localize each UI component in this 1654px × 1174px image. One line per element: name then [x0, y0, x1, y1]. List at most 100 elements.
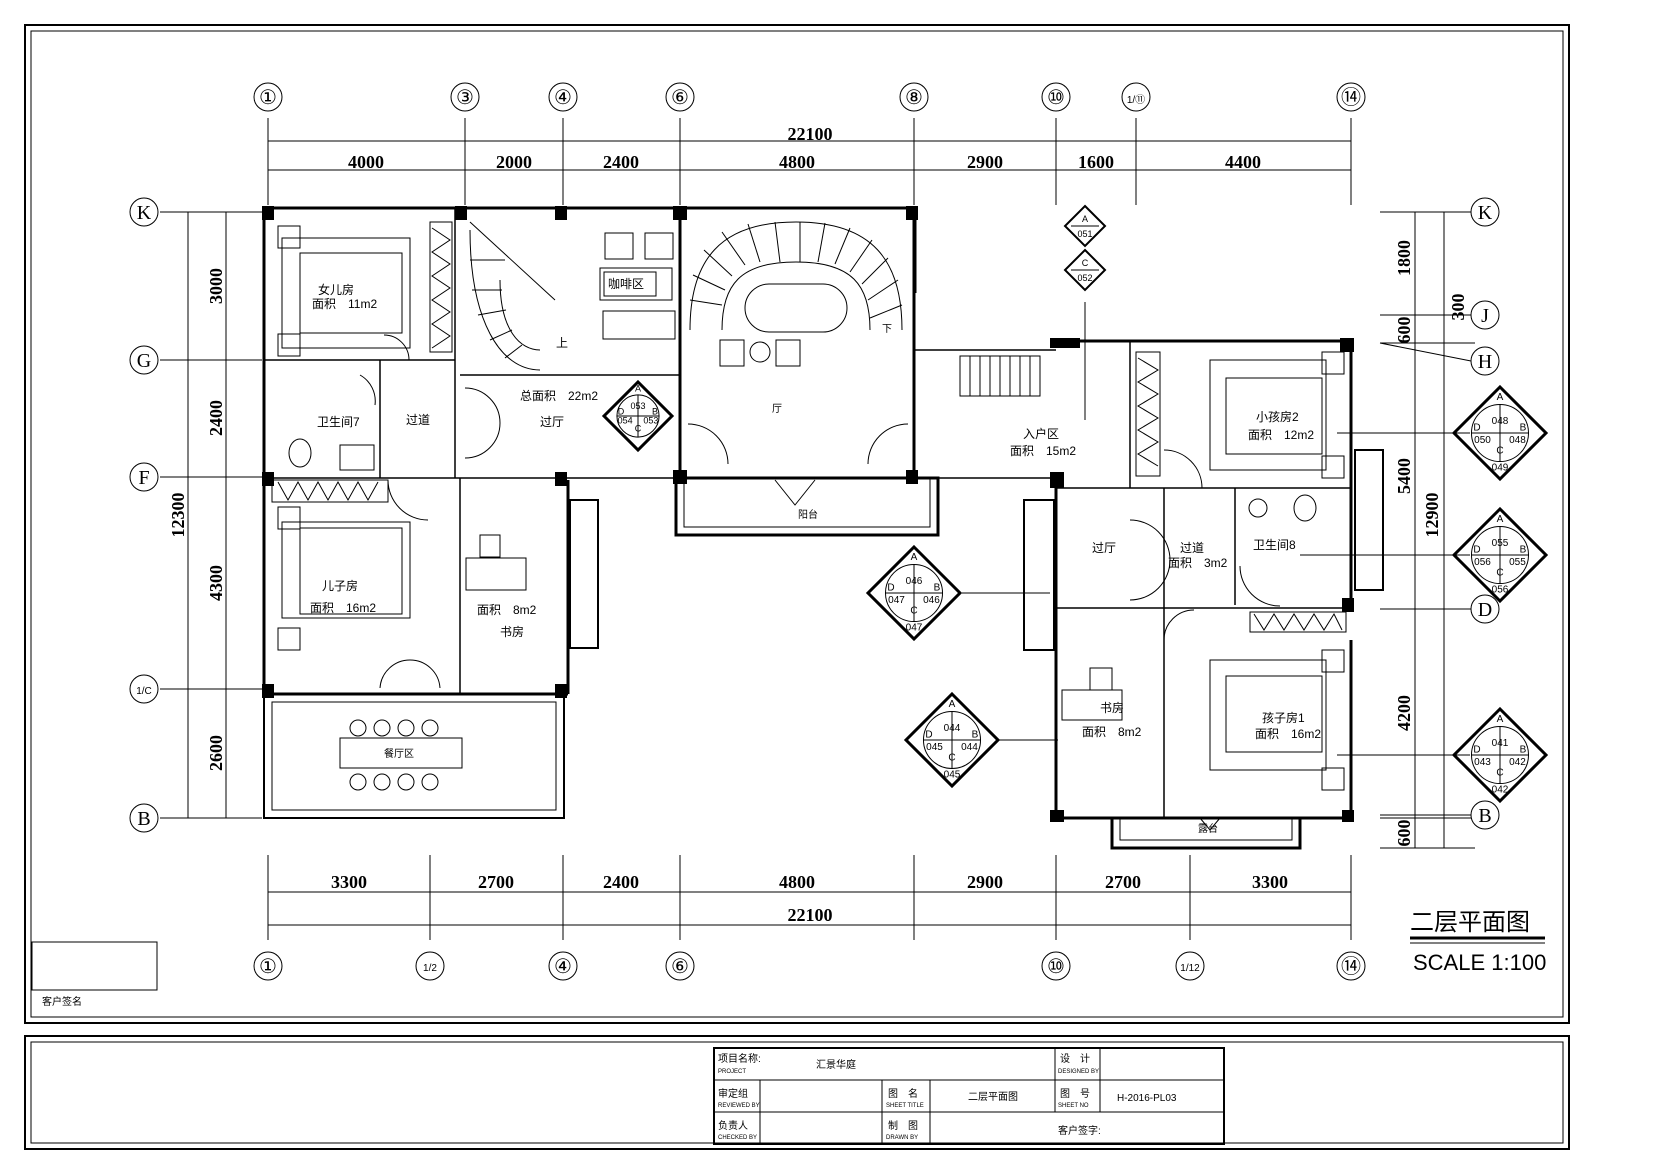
svg-text:2900: 2900 — [967, 872, 1003, 892]
marker-text: A — [1497, 514, 1504, 525]
wardrobes — [271, 221, 1347, 633]
svg-text:上: 上 — [556, 336, 568, 350]
marker-text: 041 — [1492, 738, 1509, 749]
svg-text:REVIEWED BY: REVIEWED BY — [718, 1103, 760, 1109]
svg-text:⑥: ⑥ — [671, 956, 689, 978]
sheet-border — [24, 24, 1570, 1024]
secondary-staircase — [469, 221, 556, 371]
svg-text:600: 600 — [1394, 820, 1414, 847]
svg-text:4200: 4200 — [1394, 695, 1414, 731]
svg-text:客户签字:: 客户签字: — [1058, 1124, 1101, 1137]
svg-text:PROJECT: PROJECT — [718, 1069, 746, 1075]
svg-text:DESIGNED BY: DESIGNED BY — [1058, 1069, 1099, 1075]
top-total-dim: 22100 — [788, 124, 833, 144]
svg-text:面积 8m2: 面积 8m2 — [1082, 725, 1142, 739]
marker-text: B — [972, 730, 979, 741]
marker-text: A — [1497, 714, 1504, 725]
marker-text: 045 — [926, 742, 943, 753]
svg-text:二层平面图: 二层平面图 — [968, 1091, 1018, 1103]
svg-text:审定组: 审定组 — [718, 1087, 748, 1100]
svg-text:制 图: 制 图 — [888, 1119, 918, 1132]
svg-text:⑭: ⑭ — [1341, 86, 1361, 109]
svg-text:1/2: 1/2 — [423, 963, 437, 974]
marker-text: B — [652, 406, 658, 416]
top-dimension-lines — [267, 118, 1352, 205]
svg-text:2000: 2000 — [496, 152, 532, 172]
svg-text:2700: 2700 — [478, 872, 514, 892]
title-block-text: 项目名称: PROJECT 汇景华庭 设 计 DESIGNED BY 审定组 R… — [718, 1052, 1177, 1141]
marker-text: 048 — [1509, 435, 1526, 446]
svg-text:2900: 2900 — [967, 152, 1003, 172]
svg-text:D: D — [1478, 599, 1492, 621]
title-strip-border — [24, 1035, 1570, 1150]
marker-text: 043 — [1474, 757, 1491, 768]
svg-text:4800: 4800 — [779, 872, 815, 892]
svg-text:阳台: 阳台 — [798, 508, 818, 521]
marker-text: A — [1497, 392, 1504, 403]
svg-text:书房: 书房 — [1100, 700, 1124, 715]
svg-text:4300: 4300 — [206, 565, 226, 601]
marker-text: 046 — [923, 595, 940, 606]
svg-text:5400: 5400 — [1394, 458, 1414, 494]
marker-text: 053 — [643, 415, 658, 425]
room-labels: 女儿房 面积 11m2 咖啡区 卫生间7 过道 总面积 22m2 过厅 上 下 … — [310, 271, 1321, 835]
svg-text:⑩: ⑩ — [1047, 87, 1065, 109]
marker-text: A — [1082, 214, 1088, 224]
svg-text:儿子房: 儿子房 — [322, 578, 358, 593]
svg-text:⑧: ⑧ — [905, 87, 923, 109]
nightstands — [277, 225, 1345, 791]
desks — [465, 534, 1123, 721]
marker-text: A — [635, 384, 641, 394]
svg-text:2400: 2400 — [603, 152, 639, 172]
left-total-dim: 12300 — [168, 493, 188, 538]
svg-text:⑭: ⑭ — [1341, 955, 1361, 978]
top-axis-bubbles — [253, 82, 1366, 112]
marker-text: 054 — [618, 415, 633, 425]
marker-text: 052 — [1077, 273, 1092, 283]
section-markers: A053B053CD054A048B048C049D050A055B055C05… — [601, 204, 1549, 804]
svg-text:3000: 3000 — [206, 268, 226, 304]
svg-text:汇景华庭: 汇景华庭 — [816, 1058, 856, 1071]
svg-text:①: ① — [259, 87, 277, 109]
right-axis-labels: K J H D B — [1478, 202, 1493, 827]
svg-text:K: K — [137, 202, 152, 224]
right-axis-leaders — [1379, 314, 1472, 816]
svg-text:卫生间8: 卫生间8 — [1253, 538, 1296, 552]
marker-text: 056 — [1492, 585, 1509, 596]
marker-text: D — [925, 730, 932, 741]
marker-text: 044 — [961, 742, 978, 753]
svg-text:露台: 露台 — [1198, 822, 1218, 835]
top-segment-dims: 4000 2000 2400 4800 2900 1600 4400 — [348, 152, 1261, 172]
marker-text: C — [1496, 568, 1503, 579]
svg-text:2400: 2400 — [603, 872, 639, 892]
svg-text:3300: 3300 — [1252, 872, 1288, 892]
top-axis-labels: ① ③ ④ ⑥ ⑧ ⑩ 1/⑪ ⑭ — [259, 86, 1361, 109]
svg-text:2700: 2700 — [1105, 872, 1141, 892]
marker-text: 042 — [1492, 785, 1509, 796]
marker-text: B — [1520, 545, 1527, 556]
svg-text:4400: 4400 — [1225, 152, 1261, 172]
svg-text:1/C: 1/C — [136, 686, 152, 697]
svg-text:面积 16m2: 面积 16m2 — [310, 601, 376, 615]
svg-text:过厅: 过厅 — [540, 415, 564, 429]
svg-text:女儿房: 女儿房 — [318, 282, 354, 297]
entry-staircase — [959, 355, 1041, 397]
marker-text: A — [949, 699, 956, 710]
marker-text: C — [1496, 446, 1503, 457]
svg-text:H-2016-PL03: H-2016-PL03 — [1117, 1093, 1177, 1104]
svg-text:J: J — [1481, 305, 1489, 327]
right-total-dim: 12900 — [1422, 493, 1442, 538]
svg-text:4000: 4000 — [348, 152, 384, 172]
svg-text:下: 下 — [882, 324, 892, 335]
svg-text:面积 3m2: 面积 3m2 — [1168, 556, 1228, 570]
marker-text: B — [1520, 423, 1527, 434]
svg-text:1800: 1800 — [1394, 240, 1414, 276]
svg-text:F: F — [138, 467, 149, 489]
title-block — [713, 1047, 1225, 1145]
svg-text:⑩: ⑩ — [1047, 956, 1065, 978]
marker-text: 053 — [630, 401, 645, 411]
left-segment-dims: 3000 2400 4300 2600 — [206, 268, 226, 771]
